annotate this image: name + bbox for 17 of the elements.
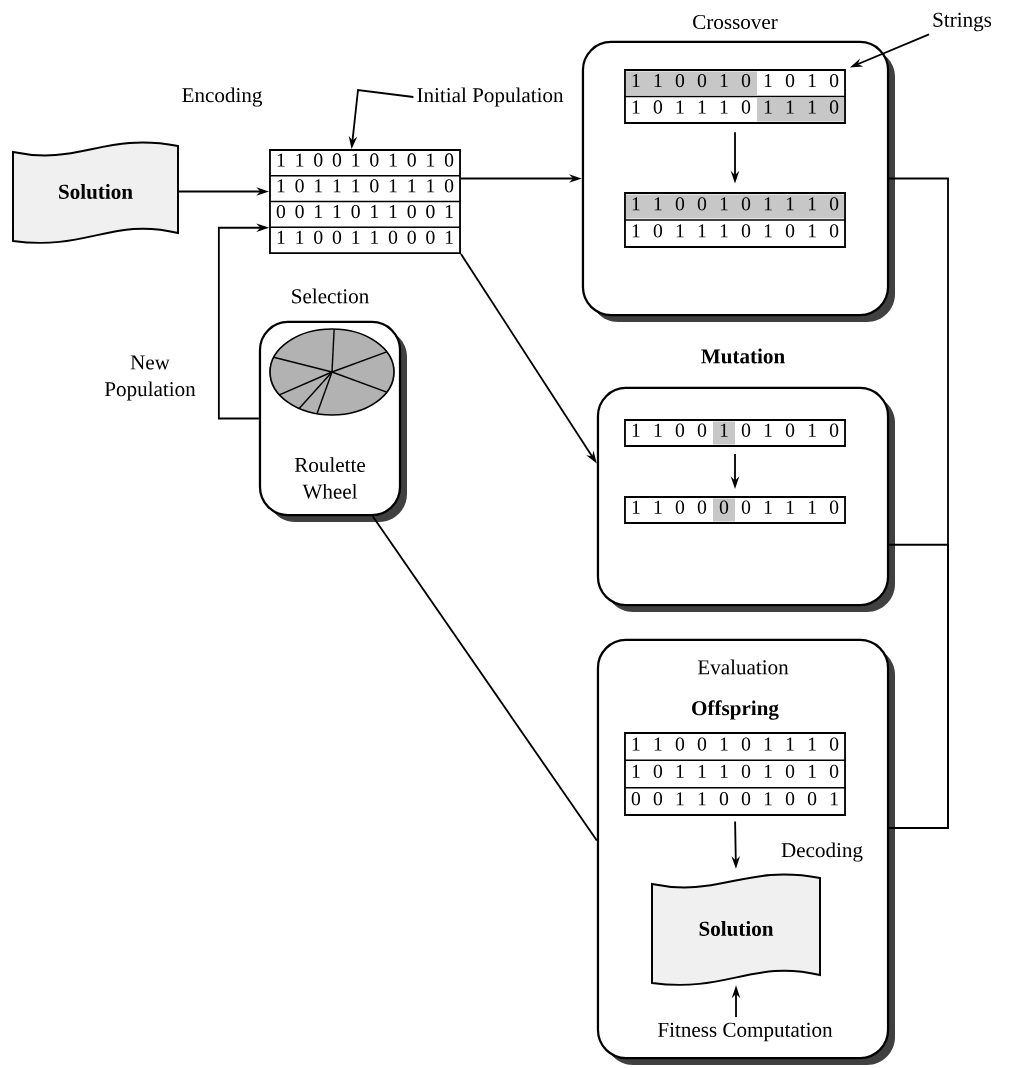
bit-string-table: 1 1 0 0 1 0 1 0 1 0 1 0 1 1 1 0 1 1 1 0 bbox=[624, 69, 846, 124]
node-label: Mutation bbox=[701, 348, 785, 364]
edge-label: Decoding bbox=[779, 841, 865, 863]
bit-string-table: 1 1 0 0 1 0 1 0 1 0 bbox=[624, 419, 846, 447]
bit-string-table: 1 1 0 0 1 0 1 1 1 0 1 0 1 1 1 0 1 0 1 0 bbox=[624, 192, 846, 248]
bit-string-table: 1 1 0 0 0 0 1 1 1 0 bbox=[624, 496, 846, 524]
edge-label: New Population bbox=[96, 354, 204, 402]
node-label: Crossover bbox=[693, 14, 778, 30]
bit-string-table: 1 1 0 0 1 0 1 0 1 0 1 0 1 1 1 0 1 1 1 0 0 0 1 1 0 1 1 0 0 1 1 1 0 0 1 1 0 0 0 1 bbox=[269, 149, 461, 254]
bit-string-table: 1 1 0 0 1 0 1 1 1 0 1 0 1 1 1 0 1 0 1 0 0 0 1 1 0 0 1 0 0 1 bbox=[624, 732, 846, 816]
step-label: Initial Population bbox=[417, 87, 564, 107]
connector-line bbox=[888, 543, 949, 829]
step-label: Fitness Computation bbox=[658, 1022, 833, 1042]
edge-label: Encoding bbox=[180, 86, 264, 108]
connector-line bbox=[371, 515, 598, 842]
step-label: Strings bbox=[933, 12, 992, 32]
table-heading: Offspring bbox=[692, 700, 779, 720]
